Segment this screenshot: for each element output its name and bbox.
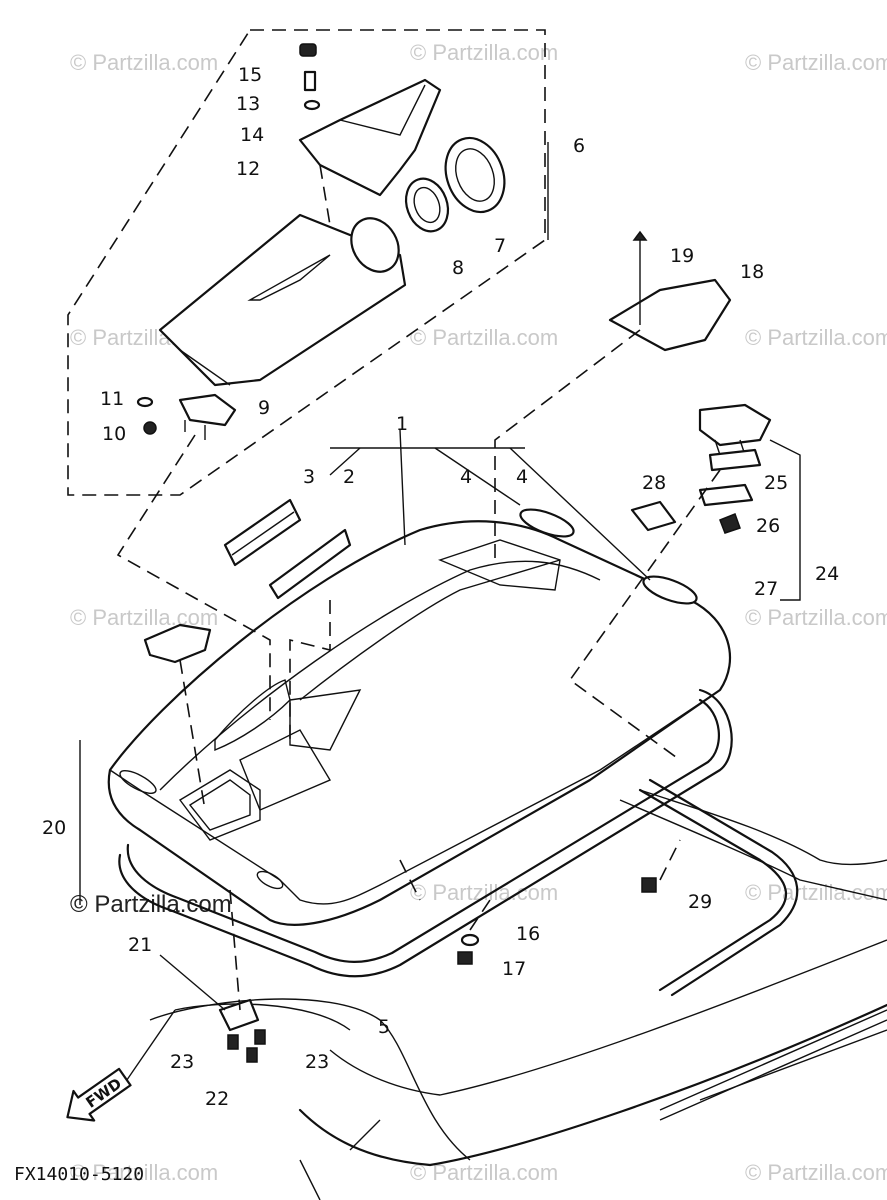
latch-20 [143,623,212,664]
watermark: © Partzilla.com [70,50,218,75]
callout-22: 22 [205,1088,229,1110]
bracket-12 [298,78,442,197]
bracket-12-rib [339,84,426,136]
callout-4-second: 4 [516,466,528,488]
lock-assembly [630,403,772,534]
leader-lines [79,142,801,1011]
callout-13: 13 [236,93,260,115]
callout-28: 28 [642,472,666,494]
watermark: © Partzilla.com [410,880,558,905]
callout-14: 14 [240,124,264,146]
watermark: © Partzilla.com [745,605,887,630]
callout-19: 19 [670,245,694,267]
watermark: © Partzilla.com [410,40,558,65]
callout-17: 17 [502,958,526,980]
group-6-boundary [67,29,546,496]
seals [404,136,506,233]
callout-2: 2 [343,466,355,488]
watermark-main: © Partzilla.com [70,891,232,918]
fwd-arrow: FWD [66,1067,132,1122]
diagram-code: FX14010-5120 [14,1164,144,1185]
callout-16: 16 [516,923,540,945]
hardware-16-17-29 [457,877,657,965]
air-duct [158,213,407,387]
hatch-gasket [118,688,799,997]
watermark: © Partzilla.com [410,325,558,350]
plate-21 [218,998,266,1063]
watermark: © Partzilla.com [70,1160,218,1185]
callout-7: 7 [494,235,506,257]
latch-9 [136,393,237,440]
watermark: © Partzilla.com [745,50,887,75]
callout-5: 5 [378,1016,390,1038]
callout-27: 27 [754,578,778,600]
callout-15: 15 [238,64,262,86]
callout-24: 24 [815,563,839,585]
callout-12: 12 [236,158,260,180]
callout-29: 29 [688,891,712,913]
stopper-18 [608,230,732,352]
callout-10: 10 [102,423,126,445]
callout-21: 21 [128,934,152,956]
callout-11: 11 [100,388,124,410]
callout-9: 9 [258,397,270,419]
hatch-cover [107,520,732,926]
callout-1: 1 [396,413,408,435]
callout-18: 18 [740,261,764,283]
hull-deck [119,789,887,1200]
callout-25: 25 [764,472,788,494]
callout-20: 20 [42,817,66,839]
watermark: © Partzilla.com [70,605,218,630]
callouts: 1 2 3 4 4 5 6 7 8 9 10 11 12 13 14 15 16… [42,64,839,1110]
callout-6: 6 [573,135,585,157]
gaskets-2-4 [223,498,698,605]
hardware-13-15 [299,43,321,111]
callout-4: 4 [460,466,472,488]
callout-23-second: 23 [305,1051,329,1073]
callout-8: 8 [452,257,464,279]
callout-23: 23 [170,1051,194,1073]
callout-3: 3 [303,466,315,488]
watermark: © Partzilla.com [745,325,887,350]
callout-26: 26 [756,515,780,537]
watermark: © Partzilla.com [745,1160,887,1185]
